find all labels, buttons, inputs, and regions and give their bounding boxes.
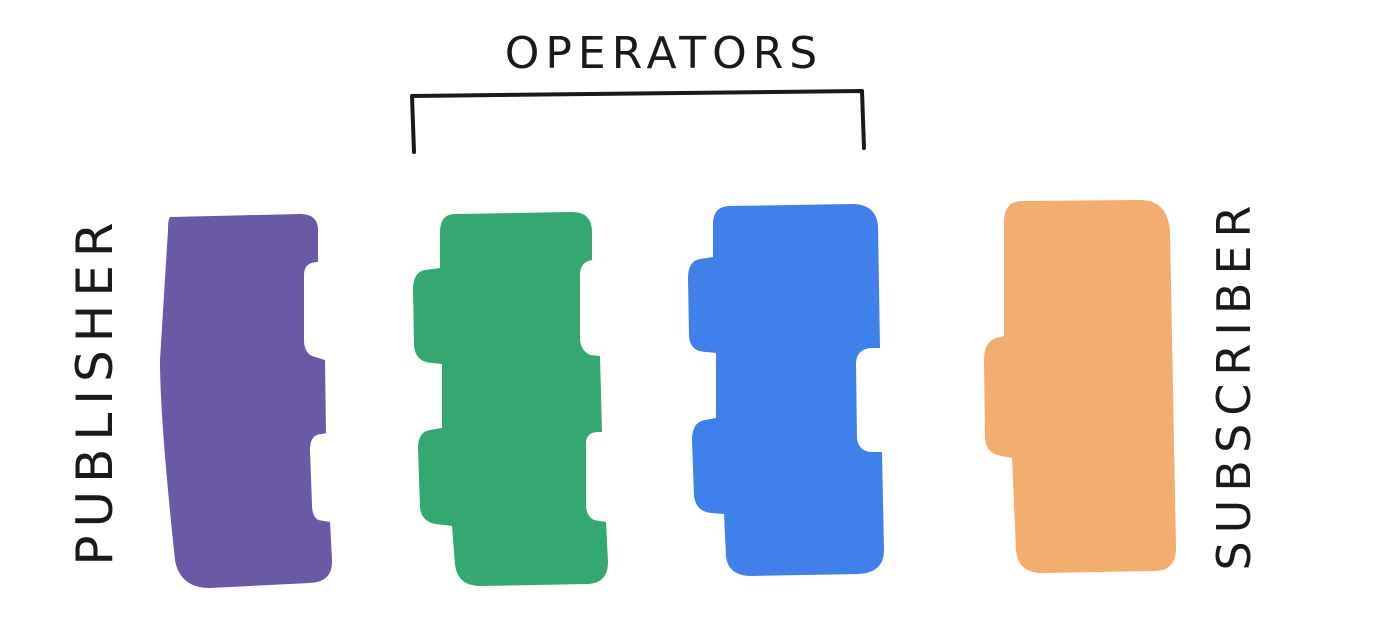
- subscriber-label: SUBSCRIBER: [1207, 197, 1261, 570]
- operators-label: OPERATORS: [505, 28, 823, 79]
- publisher-label: PUBLISHER: [66, 214, 124, 565]
- operator-block-2: [688, 204, 884, 576]
- subscriber-block: [984, 200, 1176, 573]
- operator-block-1: [413, 212, 608, 586]
- operators-bracket: [410, 89, 866, 154]
- publisher-block: [160, 214, 333, 588]
